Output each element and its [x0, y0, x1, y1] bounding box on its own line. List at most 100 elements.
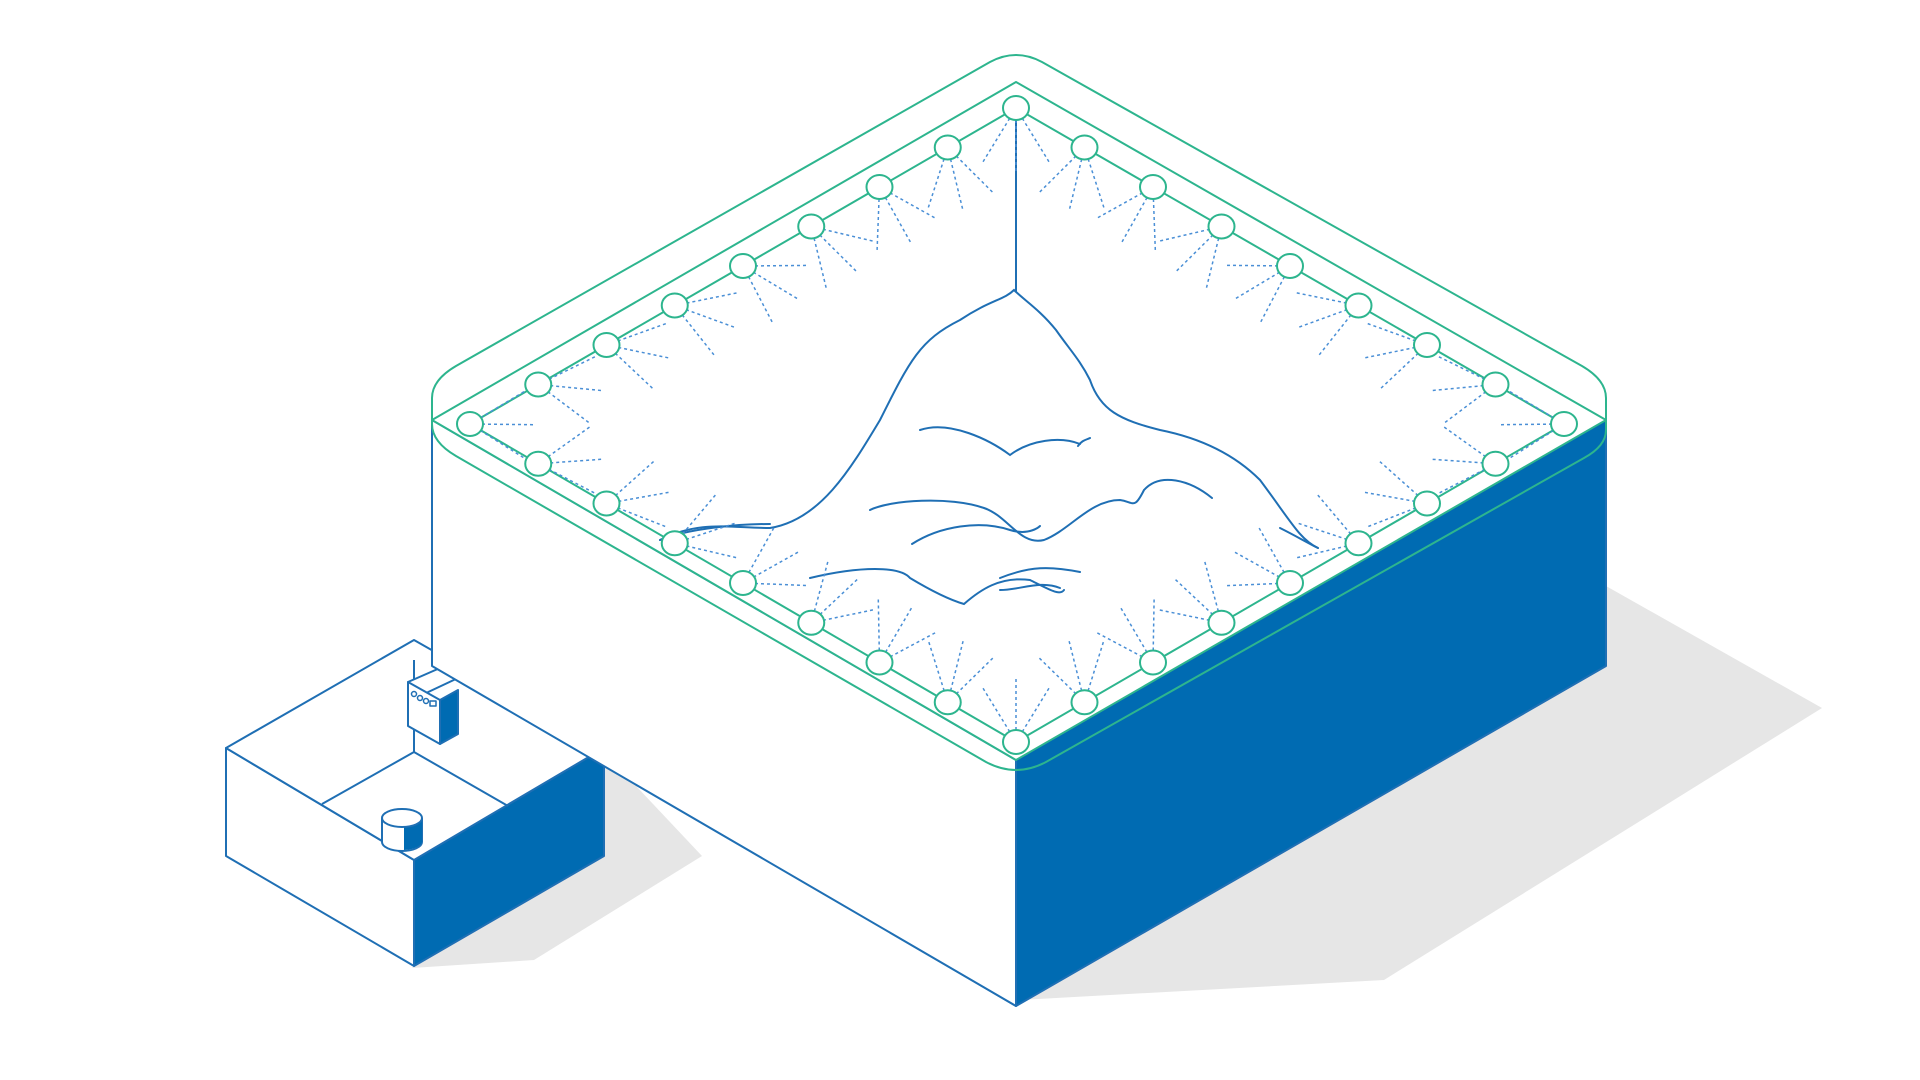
spray-line	[1225, 264, 1291, 267]
spray-line	[1120, 186, 1154, 244]
spray-line	[538, 383, 603, 392]
spray-line	[1437, 355, 1496, 386]
spray-line	[947, 146, 994, 194]
spray-line	[927, 640, 949, 703]
sprinkler-sprays	[469, 107, 1565, 743]
spray-line	[1316, 493, 1360, 544]
sprinkler-nozzle-icon	[1207, 213, 1236, 240]
spray-line	[877, 598, 881, 663]
sprinkler-nozzle-icon	[1276, 253, 1304, 279]
spray-line	[1258, 526, 1291, 584]
spray-line	[1363, 491, 1428, 505]
sprinkler-nozzles	[456, 95, 1578, 755]
spray-line	[1431, 383, 1496, 392]
spray-line	[1379, 344, 1428, 390]
spray-line	[981, 687, 1017, 743]
spray-line	[606, 491, 670, 505]
spray-line	[742, 582, 807, 587]
spray-line	[879, 186, 936, 219]
spray-line	[1159, 225, 1222, 242]
spray-line	[537, 425, 591, 465]
storage-building	[431, 54, 1607, 1007]
spray-line	[606, 344, 670, 359]
spray-line	[947, 147, 964, 210]
spray-line	[1119, 606, 1154, 663]
spray-line	[1364, 344, 1428, 359]
sprinkler-nozzle-icon	[1344, 292, 1373, 319]
spray-line	[1083, 147, 1105, 209]
spray-line	[1442, 425, 1496, 465]
sprinkler-nozzle-icon	[592, 490, 621, 517]
spray-line	[538, 458, 603, 465]
spray-line	[1226, 582, 1291, 587]
sprinkler-nozzle-icon	[1139, 174, 1167, 200]
spray-line	[469, 390, 526, 425]
spray-line	[1174, 578, 1223, 624]
spray-line	[1096, 631, 1154, 664]
spray-line	[606, 502, 667, 528]
material-pile	[659, 288, 1319, 606]
sprinkler-nozzle-icon	[1139, 649, 1167, 676]
sprinkler-nozzle-icon	[1413, 490, 1441, 517]
spray-line	[810, 226, 828, 289]
spray-line	[674, 292, 738, 307]
spray-line	[537, 383, 590, 424]
spray-line	[947, 639, 965, 703]
sprinkler-nozzle-icon	[1070, 689, 1099, 716]
spray-line	[1431, 458, 1496, 465]
spray-line	[1438, 463, 1496, 494]
spray-line	[927, 147, 949, 209]
spray-line	[1158, 609, 1222, 624]
spray-line	[1296, 542, 1359, 559]
spray-line	[1234, 265, 1291, 300]
sprinkler-nozzle-icon	[729, 253, 757, 279]
spray-line	[1259, 265, 1291, 324]
spray-line	[1298, 304, 1359, 329]
spray-line	[1366, 322, 1428, 346]
spray-line	[742, 551, 800, 584]
spray-line	[606, 460, 655, 505]
spray-line	[742, 265, 799, 300]
spray-line	[811, 608, 875, 624]
spray-line	[674, 304, 736, 329]
sprinkler-nozzle-icon	[592, 332, 621, 358]
spray-line	[947, 656, 994, 703]
spray-line	[1378, 460, 1428, 505]
spray-line	[1068, 640, 1086, 703]
sprinkler-nozzle-icon	[456, 411, 484, 437]
spray-line	[1203, 560, 1223, 623]
spray-line	[1318, 305, 1360, 357]
sprinkler-nozzle-icon	[1070, 134, 1099, 161]
spray-line	[674, 542, 738, 559]
spray-line	[674, 522, 736, 544]
sprinkler-nozzle-icon	[933, 134, 962, 161]
spray-line	[1508, 390, 1565, 425]
spray-line	[1509, 423, 1565, 459]
spray-line	[606, 322, 667, 346]
sprinkler-nozzle-icon	[660, 530, 689, 557]
sprinkler-nozzle-icon	[1550, 411, 1578, 437]
spray-line	[1015, 687, 1051, 743]
spray-line	[811, 225, 874, 242]
sprinkler-nozzle-icon	[1002, 95, 1030, 121]
sprinkler-nozzle-icon	[1481, 371, 1510, 398]
sprinkler-nozzle-icon	[865, 649, 894, 676]
sprinkler-nozzle-icon	[1207, 609, 1236, 636]
spray-line	[810, 225, 858, 273]
spray-line	[876, 186, 881, 251]
spray-line	[1443, 383, 1496, 424]
spray-line	[878, 606, 913, 663]
spray-line	[879, 631, 937, 664]
spray-line	[674, 493, 717, 544]
spray-line	[1096, 186, 1154, 219]
spray-line	[674, 305, 716, 357]
spray-line	[1367, 502, 1428, 528]
spray-line	[742, 265, 774, 324]
sprinkler-nozzle-icon	[660, 292, 689, 319]
spray-line	[1499, 423, 1565, 426]
spray-line	[1038, 146, 1086, 194]
spray-line	[1175, 225, 1223, 273]
spray-line	[1233, 551, 1291, 584]
spray-line	[810, 578, 859, 624]
